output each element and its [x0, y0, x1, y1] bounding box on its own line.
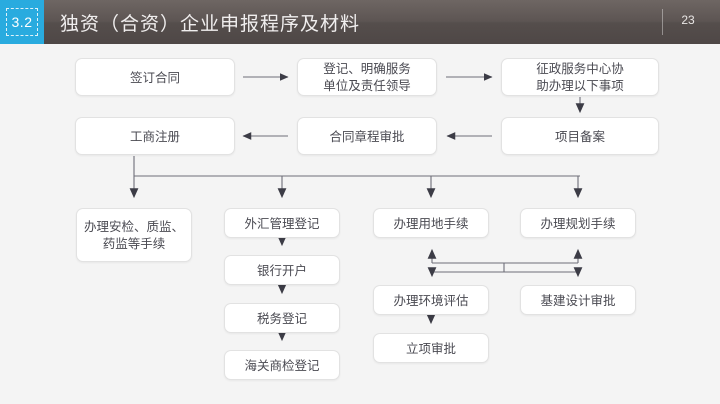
flow-box-env-assessment[interactable]: 办理环境评估 [373, 285, 489, 315]
flow-box-project-approval[interactable]: 立项审批 [373, 333, 489, 363]
flow-box-infra-design-approval[interactable]: 基建设计审批 [520, 285, 636, 315]
page-number: 23 [681, 13, 695, 27]
flow-box-planning-procedures[interactable]: 办理规划手续 [520, 208, 636, 238]
flow-box-sign-contract[interactable]: 签订合同 [75, 58, 235, 96]
flow-box-forex-registration[interactable]: 外汇管理登记 [224, 208, 340, 238]
header-divider [662, 9, 663, 35]
flow-box-tax-registration[interactable]: 税务登记 [224, 303, 340, 333]
flow-box-bank-account[interactable]: 银行开户 [224, 255, 340, 285]
section-badge: 3.2 [0, 0, 44, 44]
flow-box-land-procedures[interactable]: 办理用地手续 [373, 208, 489, 238]
section-badge-number: 3.2 [6, 8, 38, 36]
flow-box-gov-service-center[interactable]: 征政服务中心协 助办理以下事项 [501, 58, 659, 96]
flowchart-canvas: 签订合同 登记、明确服务 单位及责任领导 征政服务中心协 助办理以下事项 工商注… [0, 44, 720, 404]
flow-box-register-confirm[interactable]: 登记、明确服务 单位及责任领导 [297, 58, 437, 96]
flow-box-project-filing[interactable]: 项目备案 [501, 117, 659, 155]
connector-layer [129, 73, 585, 342]
flow-box-safety-quality-drug[interactable]: 办理安检、质监、 药监等手续 [76, 208, 192, 262]
flow-box-business-registration[interactable]: 工商注册 [75, 117, 235, 155]
flow-box-contract-approval[interactable]: 合同章程审批 [297, 117, 437, 155]
page-title: 独资（合资）企业申报程序及材料 [60, 12, 361, 35]
flow-box-customs-inspection[interactable]: 海关商检登记 [224, 350, 340, 380]
slide-header: 3.2 独资（合资）企业申报程序及材料 23 [0, 0, 720, 44]
